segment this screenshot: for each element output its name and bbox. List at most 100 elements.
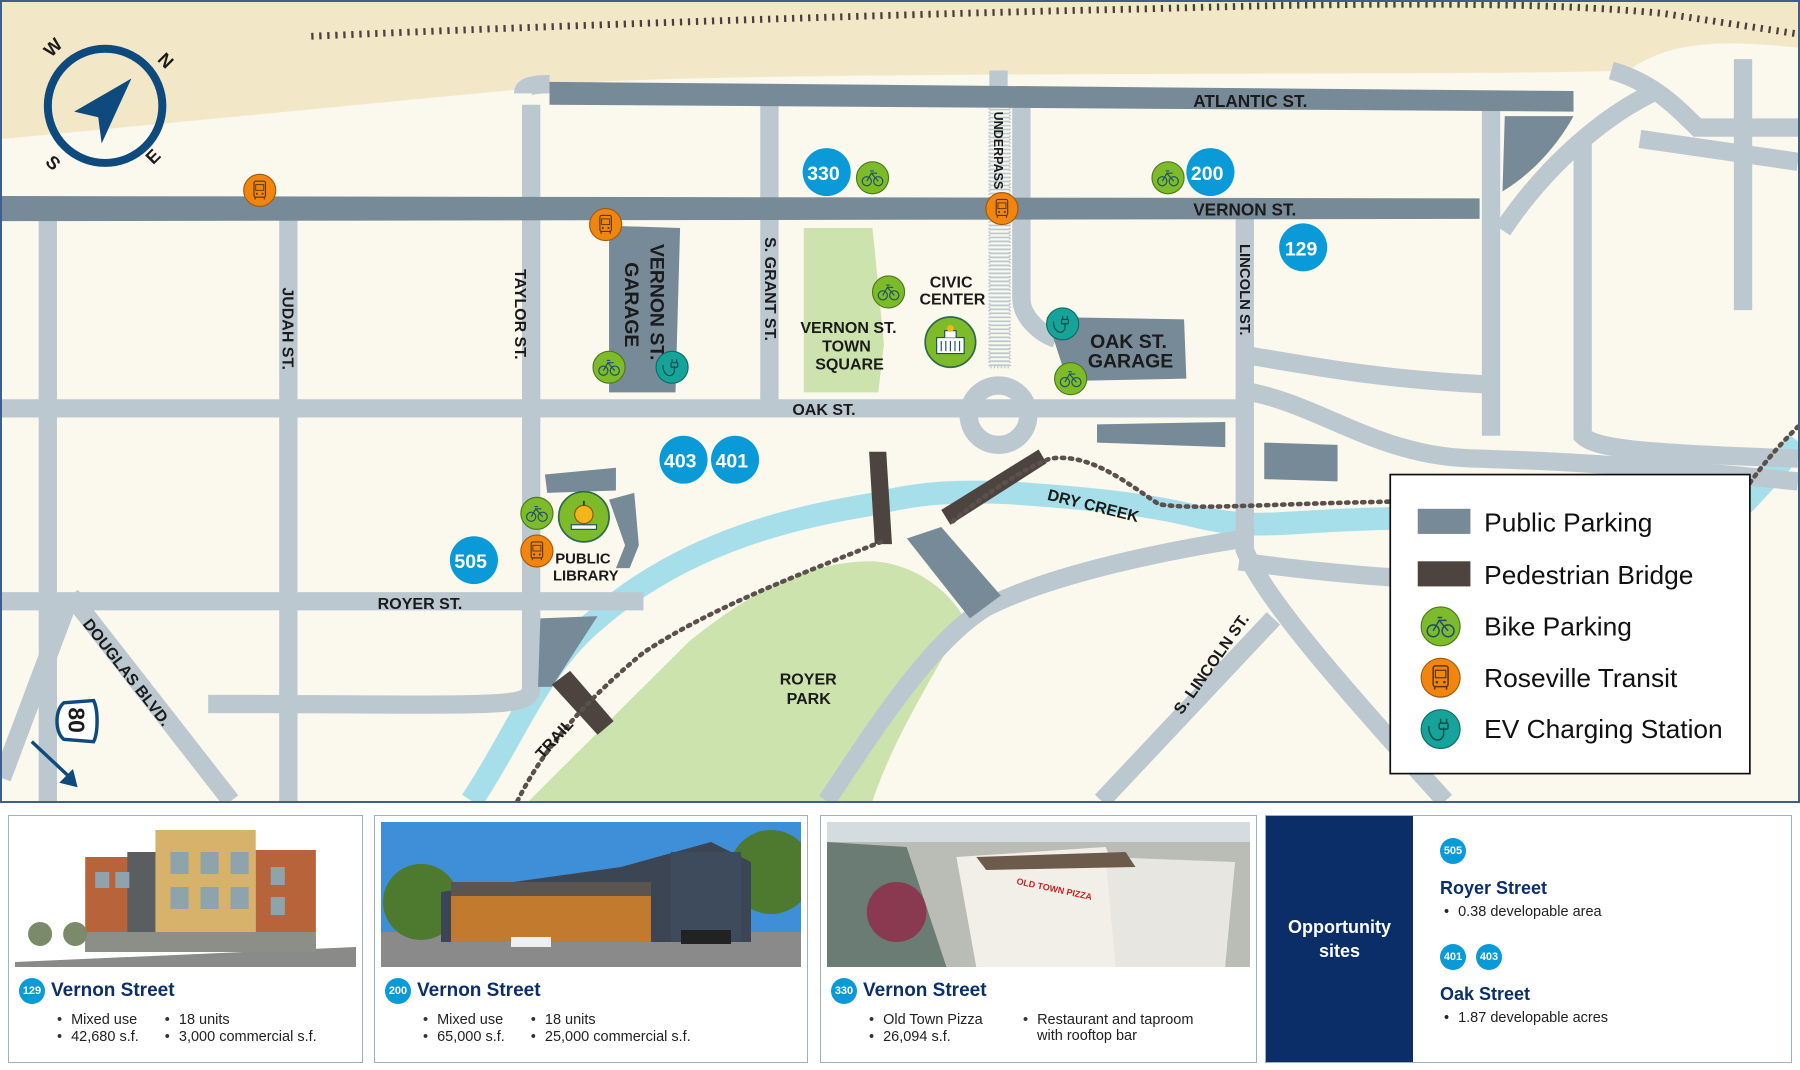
minor-roads (2, 59, 1798, 801)
ev-markers (655, 307, 1080, 384)
card-title: 200 Vernon Street (385, 978, 541, 1004)
bike-icon[interactable] (520, 496, 554, 530)
project-card-200[interactable]: 200 Vernon Street Mixed use 18 units 65,… (374, 815, 808, 1063)
trail-path (515, 424, 1798, 801)
building-rendering-129 (15, 822, 356, 967)
site-badge-403[interactable]: 403 (659, 435, 708, 484)
label-judah-st: JUDAH ST. (279, 287, 296, 370)
site-number-badge: 200 (385, 978, 411, 1004)
parking-swatch (1417, 508, 1471, 534)
detail-area: 42,680 s.f. (57, 1029, 139, 1045)
public-parking-lots (538, 116, 1574, 687)
svg-text:403: 403 (664, 451, 697, 473)
transit-markers (243, 173, 1019, 568)
svg-text:401: 401 (716, 451, 749, 473)
opportunity-sites-list: 505 Royer Street 0.38 developable area 4… (1434, 816, 1791, 1062)
detail-use: Mixed use (423, 1012, 505, 1028)
bike-icon[interactable] (1054, 362, 1088, 396)
detail-description: Restaurant and taproom with rooftop bar (1023, 1012, 1223, 1045)
label-oak-garage-2: GARAGE (1088, 350, 1173, 372)
site-badges-royer: 505 (1440, 838, 1466, 864)
legend-item-roseville-transit: Roseville Transit (1420, 657, 1678, 698)
svg-text:330: 330 (807, 163, 839, 185)
project-card-330[interactable]: OLD TOWN PIZZA 330 Vernon Street Old Tow… (820, 815, 1257, 1063)
svg-text:Pedestrian Bridge: Pedestrian Bridge (1484, 560, 1693, 590)
detail-name: Old Town Pizza (869, 1012, 989, 1028)
compass-ring (43, 44, 167, 167)
detail-units: 18 units (165, 1012, 317, 1028)
vernon-town-square-park (803, 228, 884, 393)
bike-icon[interactable] (871, 275, 906, 309)
legend-item-bike-parking: Bike Parking (1420, 606, 1632, 647)
opportunity-site-name: Oak Street (1440, 984, 1531, 1004)
bike-icon[interactable] (855, 161, 890, 195)
label-vernon-garage-1: VERNON ST. (645, 244, 667, 360)
label-vernon-garage-2: GARAGE (620, 262, 642, 347)
site-badge-401[interactable]: 401 (711, 435, 760, 484)
label-royer-park-2: PARK (787, 691, 832, 708)
svg-text:129: 129 (1285, 238, 1318, 260)
bridge-swatch (1417, 561, 1471, 587)
ev-plug-icon[interactable] (655, 350, 689, 384)
bus-icon[interactable] (520, 534, 554, 568)
detail-commercial: 25,000 commercial s.f. (531, 1029, 691, 1045)
card-details: Mixed use 18 units 42,680 s.f. 3,000 com… (57, 1012, 317, 1045)
opportunity-sites-card[interactable]: Opportunity sites 505 Royer Street 0.38 … (1265, 815, 1792, 1063)
card-title-text: Vernon Street (417, 980, 541, 1001)
bike-icon[interactable] (1151, 161, 1185, 195)
detail-commercial: 3,000 commercial s.f. (165, 1029, 317, 1045)
svg-text:505: 505 (454, 551, 487, 573)
svg-text:200: 200 (1191, 163, 1223, 185)
svg-text:Roseville Transit: Roseville Transit (1484, 663, 1678, 693)
sand-area (2, 2, 1798, 139)
label-oak-garage-1: OAK ST. (1090, 331, 1167, 353)
legend-item-pedestrian-bridge: Pedestrian Bridge (1417, 560, 1693, 590)
detail-area: 65,000 s.f. (423, 1029, 505, 1045)
compass-arrow-icon (74, 78, 132, 144)
site-badge-505[interactable]: 505 (449, 536, 498, 585)
legend-item-public-parking: Public Parking (1417, 508, 1652, 538)
ev-plug-icon (1420, 709, 1461, 750)
library-apple-book-icon[interactable] (557, 490, 610, 543)
detail-use: Mixed use (57, 1012, 139, 1028)
opportunity-site-detail: 1.87 developable acres (1444, 1010, 1608, 1026)
svg-text:Public Parking: Public Parking (1484, 508, 1652, 538)
card-title: 129 Vernon Street (19, 978, 175, 1004)
card-title-text: Vernon Street (863, 980, 987, 1001)
label-town-square-3: SQUARE (815, 357, 884, 374)
label-underpass: UNDERPASS (991, 112, 1005, 190)
card-details: Old Town Pizza Restaurant and taproom wi… (869, 1012, 1223, 1045)
site-badge-200[interactable]: 200 (1186, 148, 1235, 197)
ev-plug-icon[interactable] (1046, 307, 1080, 341)
bus-icon (1420, 657, 1461, 698)
detail-area: 26,094 s.f. (869, 1029, 989, 1045)
label-royer-park-1: ROYER (780, 672, 837, 689)
label-town-square-1: VERNON ST. (800, 320, 896, 337)
civic-center-building-icon[interactable] (924, 316, 977, 369)
site-badges-oak: 401 403 (1440, 944, 1502, 970)
bus-icon[interactable] (985, 192, 1019, 226)
card-details: Mixed use 18 units 65,000 s.f. 25,000 co… (423, 1012, 691, 1045)
site-number-badge: 403 (1476, 944, 1502, 970)
svg-text:EV Charging Station: EV Charging Station (1484, 714, 1723, 744)
highway-80-shield: 80 (55, 698, 99, 744)
project-card-129[interactable]: 129 Vernon Street Mixed use 18 units 42,… (8, 815, 363, 1063)
opportunity-site-name: Royer Street (1440, 878, 1548, 898)
label-town-square-2: TOWN (822, 338, 871, 355)
card-title: 330 Vernon Street (831, 978, 987, 1004)
label-oak-st: OAK ST. (792, 402, 855, 419)
downtown-map[interactable]: W N S E 80 ATLANTIC ST. VERNON ST. OAK S… (0, 0, 1800, 803)
bike-icon[interactable] (592, 350, 626, 384)
project-cards: 129 Vernon Street Mixed use 18 units 42,… (0, 815, 1800, 1063)
label-lincoln-st: LINCOLN ST. (1236, 244, 1252, 335)
label-royer-st: ROYER ST. (378, 596, 463, 613)
bus-icon[interactable] (243, 173, 277, 207)
label-library-1: PUBLIC (555, 552, 611, 568)
site-badge-330[interactable]: 330 (802, 148, 851, 197)
building-photo-200 (381, 822, 801, 967)
highway-direction-arrow-icon (30, 740, 78, 788)
opportunity-sites-heading: Opportunity sites (1266, 816, 1413, 1062)
site-badge-129[interactable]: 129 (1279, 223, 1328, 272)
compass-e-label: E (141, 145, 165, 168)
bus-icon[interactable] (589, 208, 623, 242)
